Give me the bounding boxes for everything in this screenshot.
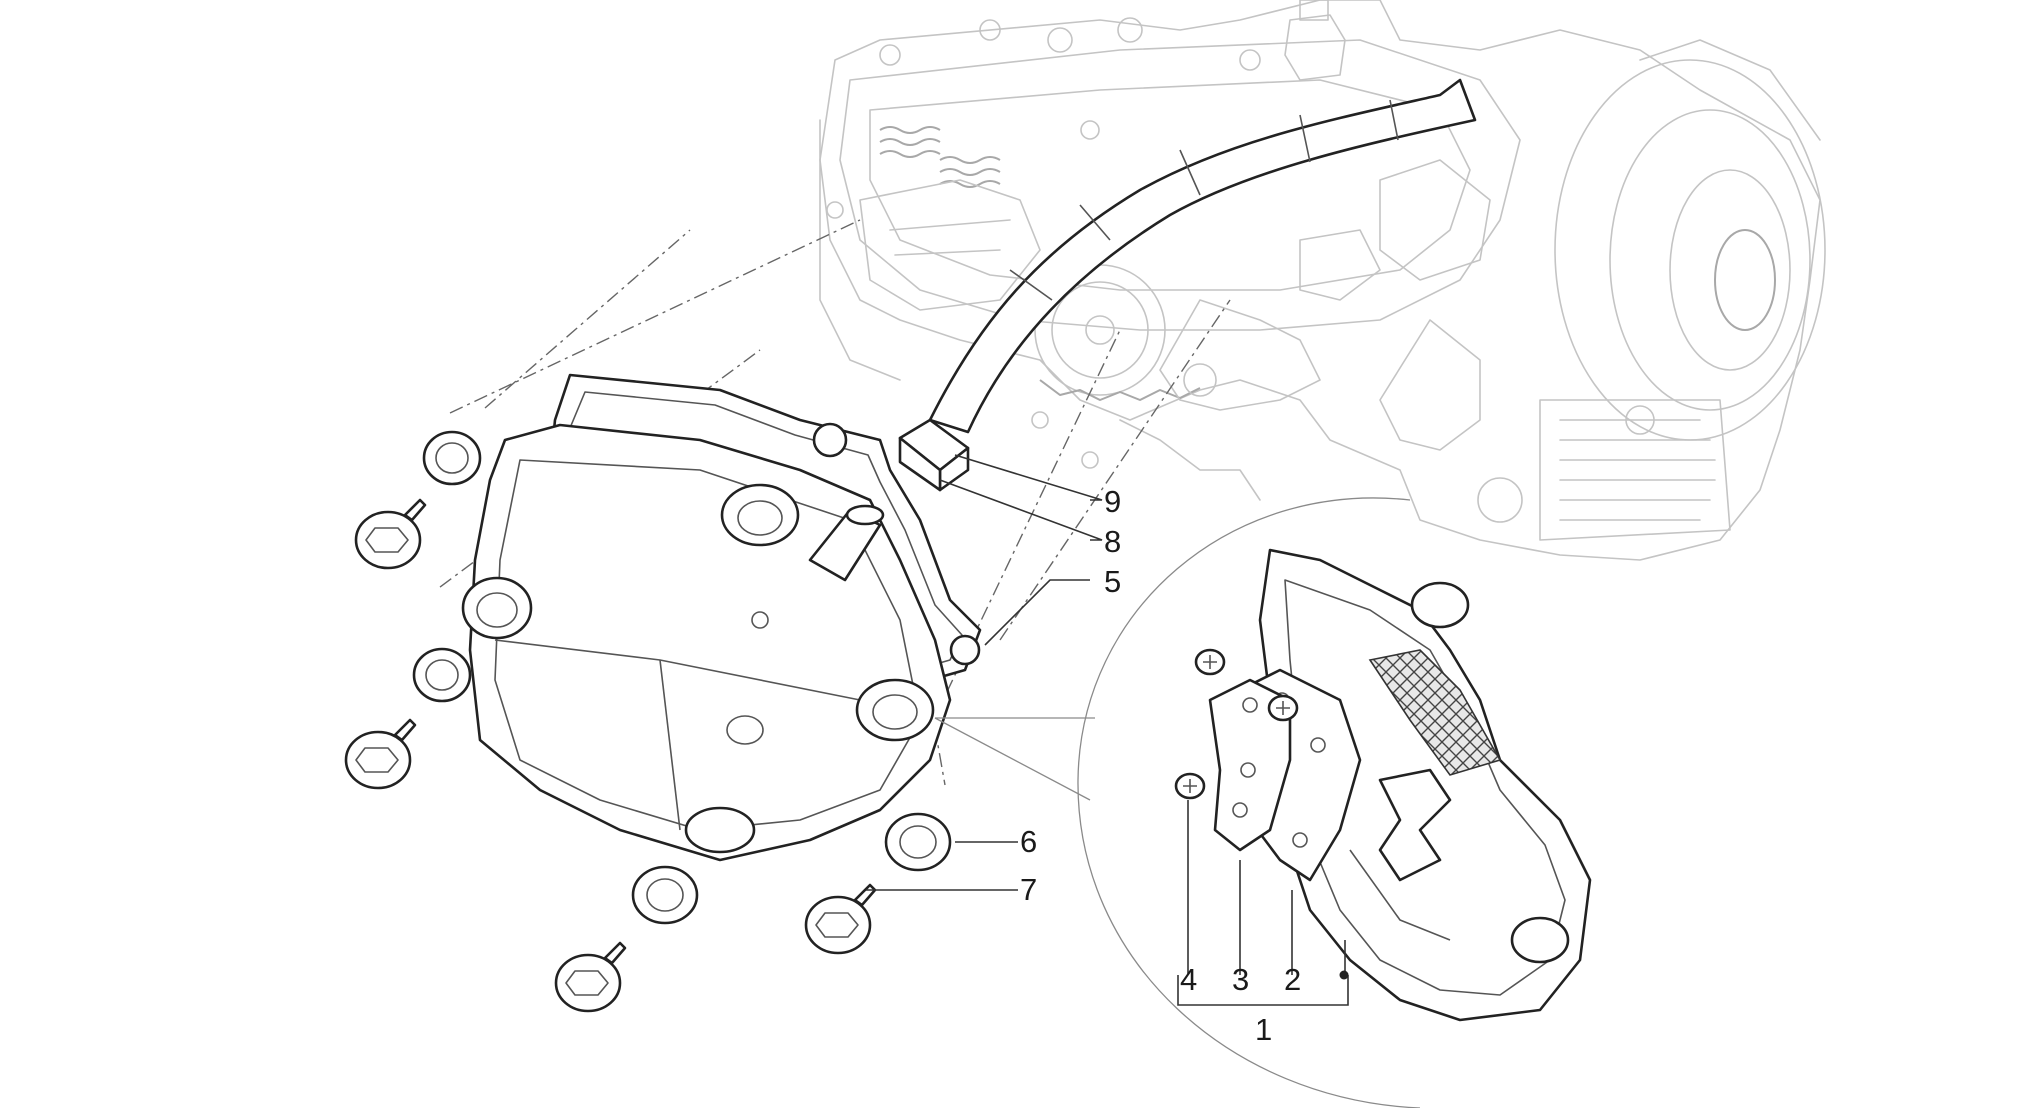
bolt-2 [344, 718, 417, 790]
detail-plate-3 [1208, 678, 1292, 852]
label-9: 9 [1104, 484, 1121, 519]
washers [412, 430, 952, 925]
label-5: 5 [1104, 564, 1121, 599]
label-2: 2 [1284, 962, 1301, 997]
valve-cover [461, 423, 952, 862]
washer-4 [631, 865, 699, 925]
label-3: 3 [1232, 962, 1249, 997]
breather-hose [928, 78, 1477, 434]
part-number-labels: 9 8 5 6 7 4 3 2 1 [1020, 484, 1301, 1047]
screw-c [1174, 772, 1206, 800]
hose-clamp [898, 418, 970, 492]
label-7: 7 [1020, 872, 1037, 907]
label-6: 6 [1020, 824, 1037, 859]
engine-assembly-background [819, 0, 1826, 561]
washer-3 [884, 812, 952, 872]
detail-inner-cover [1258, 548, 1592, 1022]
label-8: 8 [1104, 524, 1121, 559]
detail-screws-4 [1174, 648, 1299, 800]
bolt-3 [804, 883, 877, 955]
washer-2 [412, 647, 472, 703]
bolts [344, 498, 877, 1013]
bolt-1 [354, 498, 427, 570]
detail-view-callout [934, 497, 1421, 1108]
screw-b [1267, 694, 1299, 722]
washer-1 [422, 430, 482, 486]
label-4: 4 [1180, 962, 1197, 997]
screw-a [1194, 648, 1226, 676]
label-1: 1 [1255, 1012, 1272, 1047]
bolt-4 [554, 941, 627, 1013]
leader-lines [866, 454, 1349, 1006]
